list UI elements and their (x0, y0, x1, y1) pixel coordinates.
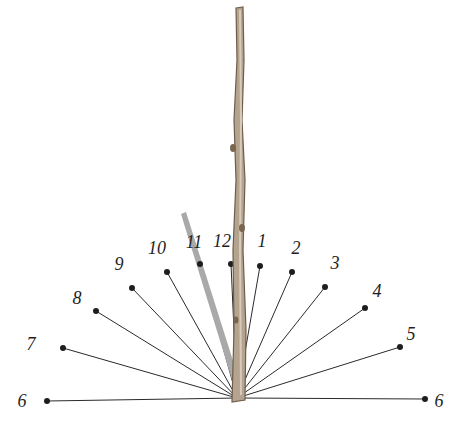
hour-label-holder: 1 (258, 232, 267, 251)
hour-line (237, 287, 325, 398)
hour-number: 12 (213, 231, 231, 251)
hour-label-holder: 3 (331, 254, 340, 273)
twig-knot (239, 224, 245, 232)
hour-line (47, 398, 237, 401)
twig-highlight (240, 10, 241, 395)
hour-dot (197, 261, 203, 267)
hour-dot (257, 263, 263, 269)
hour-number: 2 (292, 238, 301, 258)
hour-line (237, 398, 425, 399)
hour-label-holder: 5 (407, 325, 416, 344)
hour-label-holder: 12 (213, 232, 231, 251)
hour-dot (362, 305, 368, 311)
stick (230, 7, 246, 402)
twig-knot (230, 144, 236, 152)
hour-dot (422, 396, 428, 402)
twig-knot (234, 317, 239, 324)
hour-label-holder: 8 (73, 289, 82, 308)
hour-dot (164, 269, 170, 275)
hour-number: 10 (148, 238, 166, 258)
hour-label-holder: 11 (186, 233, 203, 252)
hour-label-holder: 9 (115, 255, 124, 274)
hour-number: 1 (258, 231, 267, 251)
hour-number: 7 (27, 334, 36, 354)
hour-label-holder: 6 (435, 392, 444, 411)
hour-label-holder: 7 (27, 335, 36, 354)
shadow (181, 212, 241, 396)
hour-dot (397, 344, 403, 350)
hour-label-holder: 6 (18, 392, 27, 411)
hour-line (237, 308, 365, 398)
hour-dot (93, 308, 99, 314)
hour-dot (60, 345, 66, 351)
hour-number: 8 (73, 288, 82, 308)
hour-dot (129, 285, 135, 291)
hour-dot (322, 284, 328, 290)
hour-line (63, 348, 237, 398)
hour-number: 9 (115, 254, 124, 274)
hour-label-holder: 2 (292, 239, 301, 258)
hour-dot (44, 398, 50, 404)
hour-number: 4 (373, 281, 382, 301)
hour-number: 6 (435, 391, 444, 411)
hour-label-holder: 10 (148, 239, 166, 258)
hour-line (237, 347, 400, 398)
hour-label-holder: 4 (373, 282, 382, 301)
hour-number: 6 (18, 391, 27, 411)
hour-number: 5 (407, 324, 416, 344)
hour-number: 11 (186, 232, 203, 252)
twig (232, 7, 246, 402)
hour-number: 3 (331, 253, 340, 273)
hour-line (167, 272, 237, 398)
hour-dot (289, 269, 295, 275)
